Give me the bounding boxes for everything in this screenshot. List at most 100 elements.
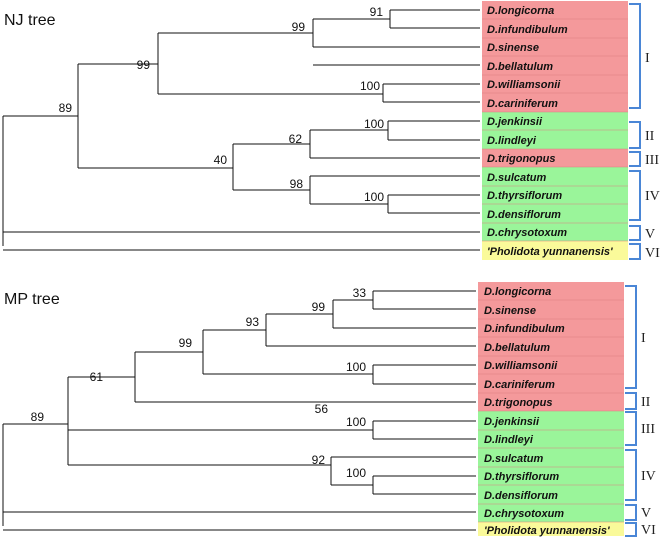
nj-taxa-boxes: [482, 1, 628, 260]
mp-taxon-label-13: D.chrysotoxum: [484, 508, 564, 520]
nj-taxon-label-4: D.bellatulum: [487, 61, 553, 73]
mp-clade-braces: [625, 285, 637, 537]
nj-taxon-label-7: D.jenkinsii: [487, 116, 543, 128]
mp-taxon-box-8: [478, 411, 624, 430]
nj-taxon-label-11: D.thyrsiflorum: [487, 190, 562, 202]
mp-taxon-box-5: [478, 356, 624, 374]
mp-taxon-box-2: [478, 300, 624, 319]
nj-taxon-box-4: [482, 56, 628, 75]
nj-taxon-label-8: D.lindleyi: [487, 135, 537, 147]
nj-taxon-box-7: [482, 112, 628, 130]
mp-bootstrap-label: 89: [31, 410, 45, 424]
mp-taxon-label-8: D.jenkinsii: [484, 416, 540, 428]
mp-bootstrap-label: 100: [346, 360, 366, 374]
mp-taxon-box-12: [478, 485, 624, 504]
mp-row-dividers: [478, 299, 624, 523]
nj-taxon-box-11: [482, 186, 628, 204]
mp-clade-label: VI: [641, 523, 656, 537]
nj-taxon-box-5: [482, 75, 628, 93]
mp-bootstrap-label: 93: [246, 315, 260, 329]
nj-row-dividers: [482, 18, 628, 242]
mp-bootstrap-label: 56: [315, 402, 329, 416]
nj-taxon-label-3: D.sinense: [487, 42, 539, 54]
nj-clade-label: III: [645, 153, 659, 168]
mp-taxa-labels: D.longicorna D.sinense D.infundibulum D.…: [484, 286, 610, 537]
mp-taxon-label-1: D.longicorna: [484, 286, 551, 298]
mp-taxon-label-5: D.williamsonii: [484, 360, 558, 372]
mp-taxon-box-4: [478, 337, 624, 356]
nj-clade-braces: [629, 3, 641, 260]
nj-taxon-label-2: D.infundibulum: [487, 24, 568, 36]
nj-taxon-box-3: [482, 38, 628, 56]
nj-bootstrap-label: 98: [290, 177, 304, 191]
mp-taxon-box-1: [478, 282, 624, 300]
nj-bootstrap-values: 91 99 99 100 89 100 62 40 98 100: [59, 5, 385, 204]
nj-clade-label: V: [645, 227, 655, 242]
nj-bootstrap-label: 40: [214, 153, 228, 167]
mp-bootstrap-label: 99: [179, 336, 193, 350]
nj-taxon-box-13: [482, 223, 628, 241]
mp-taxon-box-7: [478, 393, 624, 411]
mp-tree-panel: MP tree: [2, 282, 656, 537]
mp-taxon-label-10: D.sulcatum: [484, 453, 544, 465]
mp-taxa-boxes: [478, 282, 624, 536]
nj-tree-branches: [2, 9, 480, 251]
nj-taxon-label-1: D.longicorna: [487, 5, 554, 17]
nj-clade-labels: I II III IV V VI: [645, 51, 660, 261]
nj-taxon-label-14: 'Pholidota yunnanensis': [487, 246, 613, 258]
nj-taxon-label-9: D.trigonopus: [487, 153, 555, 165]
nj-taxon-label-5: D.williamsonii: [487, 79, 561, 91]
mp-taxon-label-9: D.lindleyi: [484, 434, 534, 446]
nj-bootstrap-label: 100: [360, 79, 380, 93]
nj-clade-label: I: [645, 51, 650, 66]
mp-taxon-label-2: D.sinense: [484, 305, 536, 317]
nj-taxon-box-1: [482, 1, 628, 19]
mp-clade-label: I: [641, 331, 646, 346]
mp-clade-labels: I II III IV V VI: [641, 331, 656, 537]
mp-taxon-label-12: D.densiflorum: [484, 490, 558, 502]
nj-taxon-label-13: D.chrysotoxum: [487, 227, 567, 239]
nj-taxon-box-14: [482, 241, 628, 260]
mp-taxon-label-3: D.infundibulum: [484, 323, 565, 335]
nj-taxon-label-6: D.cariniferum: [487, 98, 558, 110]
nj-taxa-labels: D.longicorna D.infundibulum D.sinense D.…: [487, 5, 613, 258]
nj-bootstrap-label: 91: [370, 5, 384, 19]
nj-taxon-box-10: [482, 167, 628, 186]
mp-taxon-box-14: [478, 522, 624, 536]
mp-bootstrap-label: 100: [346, 415, 366, 429]
nj-taxon-label-10: D.sulcatum: [487, 172, 547, 184]
mp-clade-label: V: [641, 506, 651, 521]
nj-bootstrap-label: 100: [364, 190, 384, 204]
nj-taxon-box-2: [482, 19, 628, 38]
nj-clade-label: VI: [645, 246, 660, 261]
nj-bootstrap-label: 99: [292, 20, 306, 34]
nj-bootstrap-label: 99: [137, 58, 151, 72]
nj-tree-title: NJ tree: [4, 12, 56, 29]
nj-taxon-label-12: D.densiflorum: [487, 209, 561, 221]
nj-taxon-box-6: [482, 93, 628, 112]
mp-taxon-label-7: D.trigonopus: [484, 397, 552, 409]
nj-clade-label: IV: [645, 189, 660, 204]
mp-bootstrap-label: 61: [90, 370, 104, 384]
mp-tree-branches: [2, 290, 476, 531]
mp-clade-label: II: [641, 395, 651, 410]
mp-bootstrap-label: 99: [312, 300, 326, 314]
nj-taxon-box-8: [482, 130, 628, 149]
nj-taxon-box-12: [482, 204, 628, 223]
mp-bootstrap-label: 92: [312, 453, 326, 467]
mp-taxon-label-14: 'Pholidota yunnanensis': [484, 525, 610, 537]
mp-bootstrap-values: 33 99 93 99 100 61 56 100 92 100 89: [31, 286, 367, 480]
mp-taxon-label-6: D.cariniferum: [484, 379, 555, 391]
mp-bootstrap-label: 100: [346, 466, 366, 480]
mp-bootstrap-label: 33: [353, 286, 367, 300]
mp-taxon-box-13: [478, 504, 624, 522]
nj-bootstrap-label: 62: [289, 132, 303, 146]
mp-clade-label: IV: [641, 469, 656, 484]
mp-taxon-box-3: [478, 319, 624, 337]
mp-taxon-box-6: [478, 374, 624, 393]
nj-bootstrap-label: 89: [59, 101, 73, 115]
mp-taxon-box-9: [478, 430, 624, 448]
mp-taxon-box-10: [478, 448, 624, 467]
nj-taxon-box-9: [482, 149, 628, 167]
